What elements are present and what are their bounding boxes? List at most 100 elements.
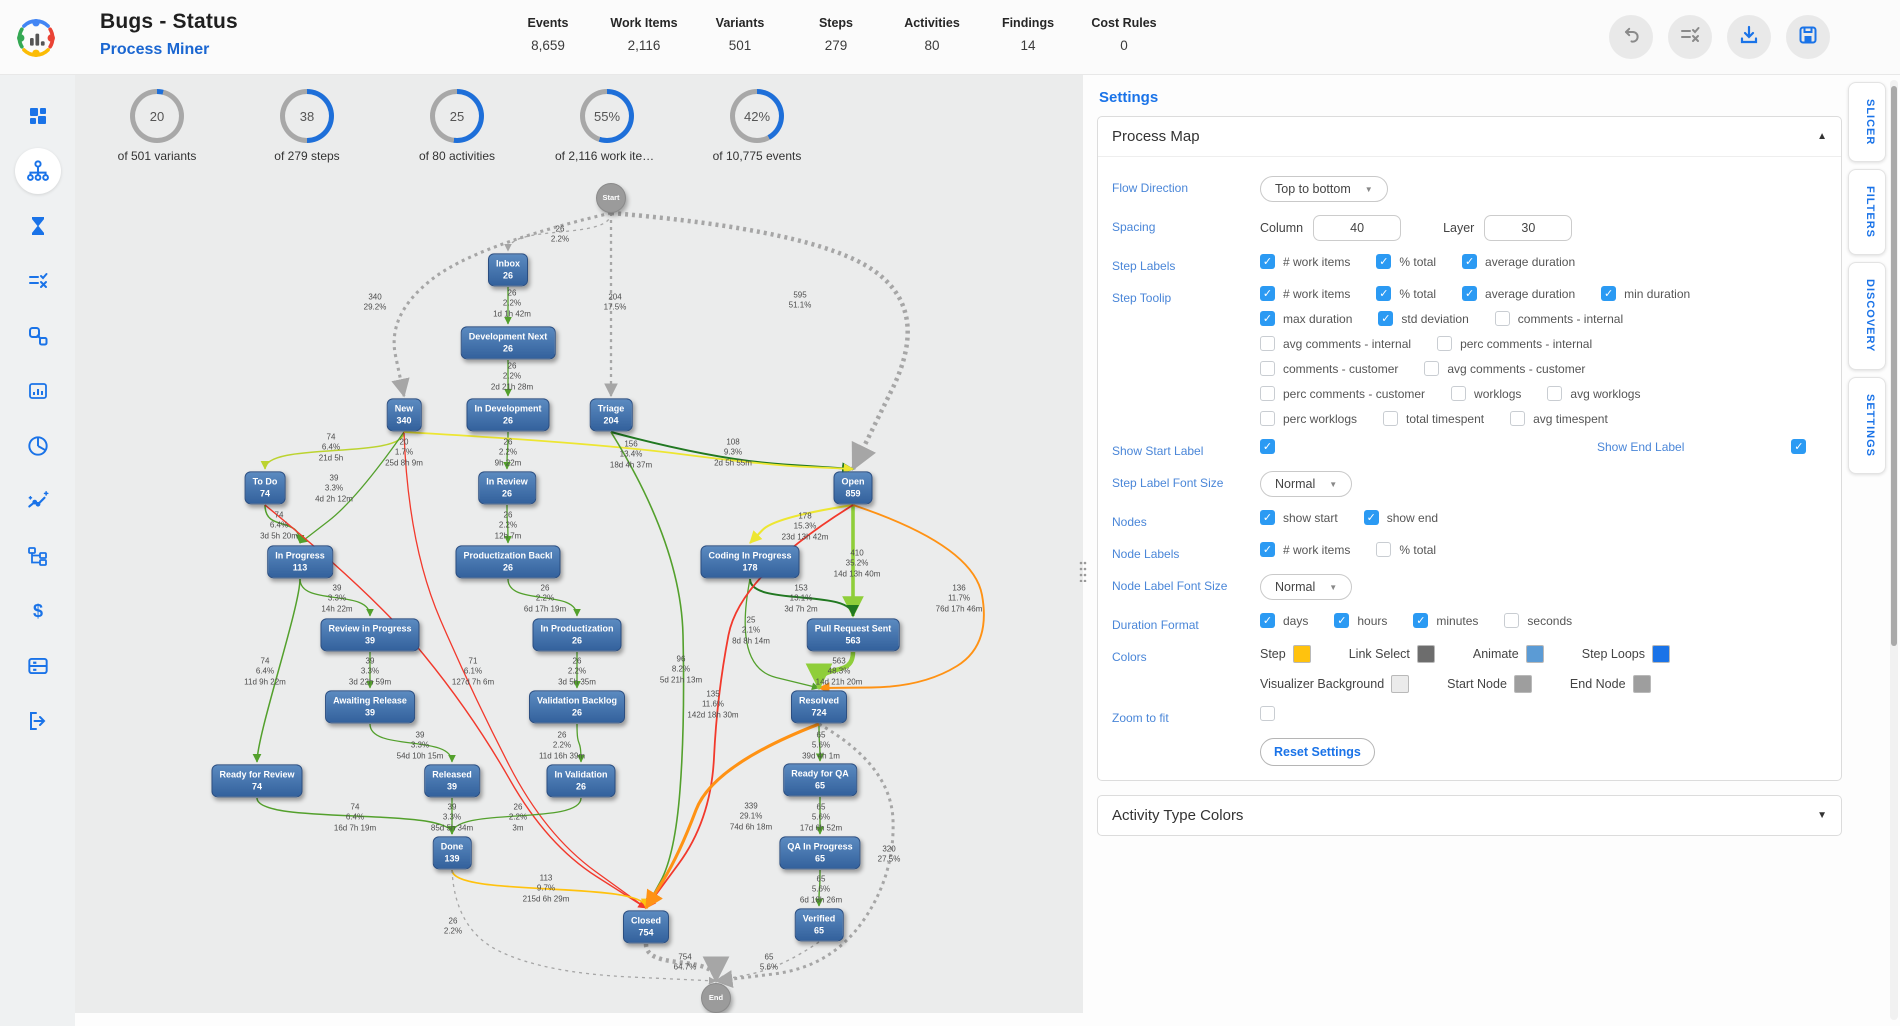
- unchecked-icon[interactable]: [1260, 336, 1275, 351]
- setting-label[interactable]: Step Labels: [1112, 259, 1176, 273]
- checkbox-avg-worklogs[interactable]: avg worklogs: [1547, 386, 1640, 401]
- edge-open-to-coding-in-progress[interactable]: [749, 503, 854, 544]
- checked-icon[interactable]: ✓: [1260, 510, 1275, 525]
- edge-done-to-closed[interactable]: [451, 869, 652, 909]
- unchecked-icon[interactable]: [1547, 386, 1563, 401]
- color-swatch[interactable]: [1416, 645, 1435, 663]
- setting-label[interactable]: Nodes: [1112, 515, 1147, 529]
- checked-icon[interactable]: ✓: [1260, 439, 1275, 454]
- edge-awaiting-release-to-released[interactable]: [369, 723, 456, 763]
- sidebar-item-distribution[interactable]: [15, 423, 61, 469]
- unchecked-icon[interactable]: [1437, 336, 1453, 351]
- edge-triage-to-closed[interactable]: [610, 431, 685, 909]
- dropdown[interactable]: Normal▼: [1260, 574, 1353, 600]
- edge-new-to-to-do[interactable]: [260, 431, 405, 470]
- checkbox--work-items[interactable]: ✓# work items: [1260, 286, 1350, 301]
- edge-productization-backl-to-in-productization[interactable]: [507, 578, 581, 617]
- setting-label[interactable]: Spacing: [1112, 220, 1156, 234]
- checked-icon[interactable]: ✓: [1260, 311, 1275, 326]
- checkbox-days[interactable]: ✓days: [1260, 613, 1308, 628]
- checked-icon[interactable]: ✓: [1376, 254, 1392, 269]
- checkbox-minutes[interactable]: ✓minutes: [1413, 613, 1478, 628]
- edge-in-progress-to-ready-for-review[interactable]: [252, 578, 301, 763]
- checkbox-show-start[interactable]: ✓show start: [1260, 510, 1338, 525]
- show-end-label[interactable]: Show End Label: [1597, 439, 1685, 454]
- checkbox-total-timespent[interactable]: total timespent: [1383, 411, 1484, 426]
- checkbox-avg-comments-internal[interactable]: avg comments - internal: [1260, 336, 1411, 351]
- rules-check-button[interactable]: [1668, 15, 1712, 59]
- edge-new-to-open[interactable]: [403, 431, 854, 474]
- checkbox-average-duration[interactable]: ✓average duration: [1462, 254, 1575, 269]
- edge-coding-in-progress-to-pull-request-sent[interactable]: [749, 578, 859, 617]
- checked-icon[interactable]: ✓: [1462, 286, 1478, 301]
- kpi-donut[interactable]: 55%of 2,116 work items…: [555, 75, 659, 163]
- checked-icon[interactable]: ✓: [1260, 613, 1275, 628]
- edge-resolved-to-ready-for-qa[interactable]: [815, 723, 825, 762]
- unchecked-icon[interactable]: [1376, 542, 1392, 557]
- collapse-icon[interactable]: ▲: [1817, 131, 1827, 142]
- checked-icon[interactable]: ✓: [1260, 542, 1275, 557]
- setting-label[interactable]: Step Label Font Size: [1112, 476, 1224, 490]
- page-scrollbar[interactable]: [1890, 80, 1898, 1020]
- download-button[interactable]: [1727, 15, 1771, 59]
- checkbox-perc-comments-internal[interactable]: perc comments - internal: [1437, 336, 1592, 351]
- start-node[interactable]: Start: [596, 183, 626, 213]
- unchecked-icon[interactable]: [1451, 386, 1467, 401]
- checked-icon[interactable]: ✓: [1376, 286, 1392, 301]
- checkbox-avg-timespent[interactable]: avg timespent: [1510, 411, 1608, 426]
- checkbox-std-deviation[interactable]: ✓std deviation: [1378, 311, 1469, 326]
- edge-qa-in-progress-to-verified[interactable]: [814, 869, 824, 907]
- tab-slicer[interactable]: SLICER: [1848, 82, 1886, 163]
- undo-button[interactable]: [1609, 15, 1653, 59]
- checkbox-average-duration[interactable]: ✓average duration: [1462, 286, 1575, 301]
- setting-label[interactable]: Colors: [1112, 650, 1147, 664]
- expand-icon[interactable]: ▼: [1817, 810, 1827, 821]
- unchecked-icon[interactable]: [1424, 361, 1440, 376]
- checked-icon[interactable]: ✓: [1601, 286, 1617, 301]
- edge-to-do-to-in-progress[interactable]: [264, 504, 305, 544]
- layer-input[interactable]: 30: [1484, 215, 1573, 241]
- checkbox-show-end[interactable]: ✓show end: [1363, 510, 1438, 525]
- edge-start-to-inbox[interactable]: [504, 212, 612, 252]
- edge-open-to-resolved[interactable]: [818, 504, 985, 694]
- checkbox-worklogs[interactable]: worklogs: [1451, 386, 1521, 401]
- edge-new-to-closed[interactable]: [403, 431, 647, 909]
- edge-resolved-to-closed[interactable]: [644, 722, 820, 910]
- scrollbar-thumb[interactable]: [1891, 86, 1897, 646]
- dropdown[interactable]: Top to bottom▼: [1260, 176, 1388, 202]
- panel-drag-handle[interactable]: [1079, 560, 1087, 583]
- edge-closed-to-end[interactable]: [643, 943, 730, 984]
- checkbox--total[interactable]: % total: [1376, 542, 1436, 557]
- edge-validation-backlog-to-in-validation[interactable]: [576, 723, 585, 763]
- sidebar-item-process-map[interactable]: [14, 148, 61, 194]
- checked-icon[interactable]: ✓: [1378, 311, 1394, 326]
- setting-label[interactable]: Flow Direction: [1112, 181, 1189, 195]
- unchecked-icon[interactable]: [1260, 706, 1275, 721]
- sidebar-item-variants[interactable]: [15, 313, 61, 359]
- checked-icon[interactable]: ✓: [1260, 286, 1275, 301]
- edge-new-to-in-progress[interactable]: [299, 431, 405, 544]
- setting-label[interactable]: Duration Format: [1112, 618, 1199, 632]
- checked-icon[interactable]: ✓: [1791, 439, 1807, 454]
- setting-label[interactable]: Zoom to fit: [1112, 711, 1169, 725]
- sidebar-item-charts[interactable]: [15, 368, 61, 414]
- checkbox-perc-comments-customer[interactable]: perc comments - customer: [1260, 386, 1425, 401]
- edge-done-to-end[interactable]: [451, 869, 717, 985]
- color-swatch[interactable]: [1292, 645, 1311, 663]
